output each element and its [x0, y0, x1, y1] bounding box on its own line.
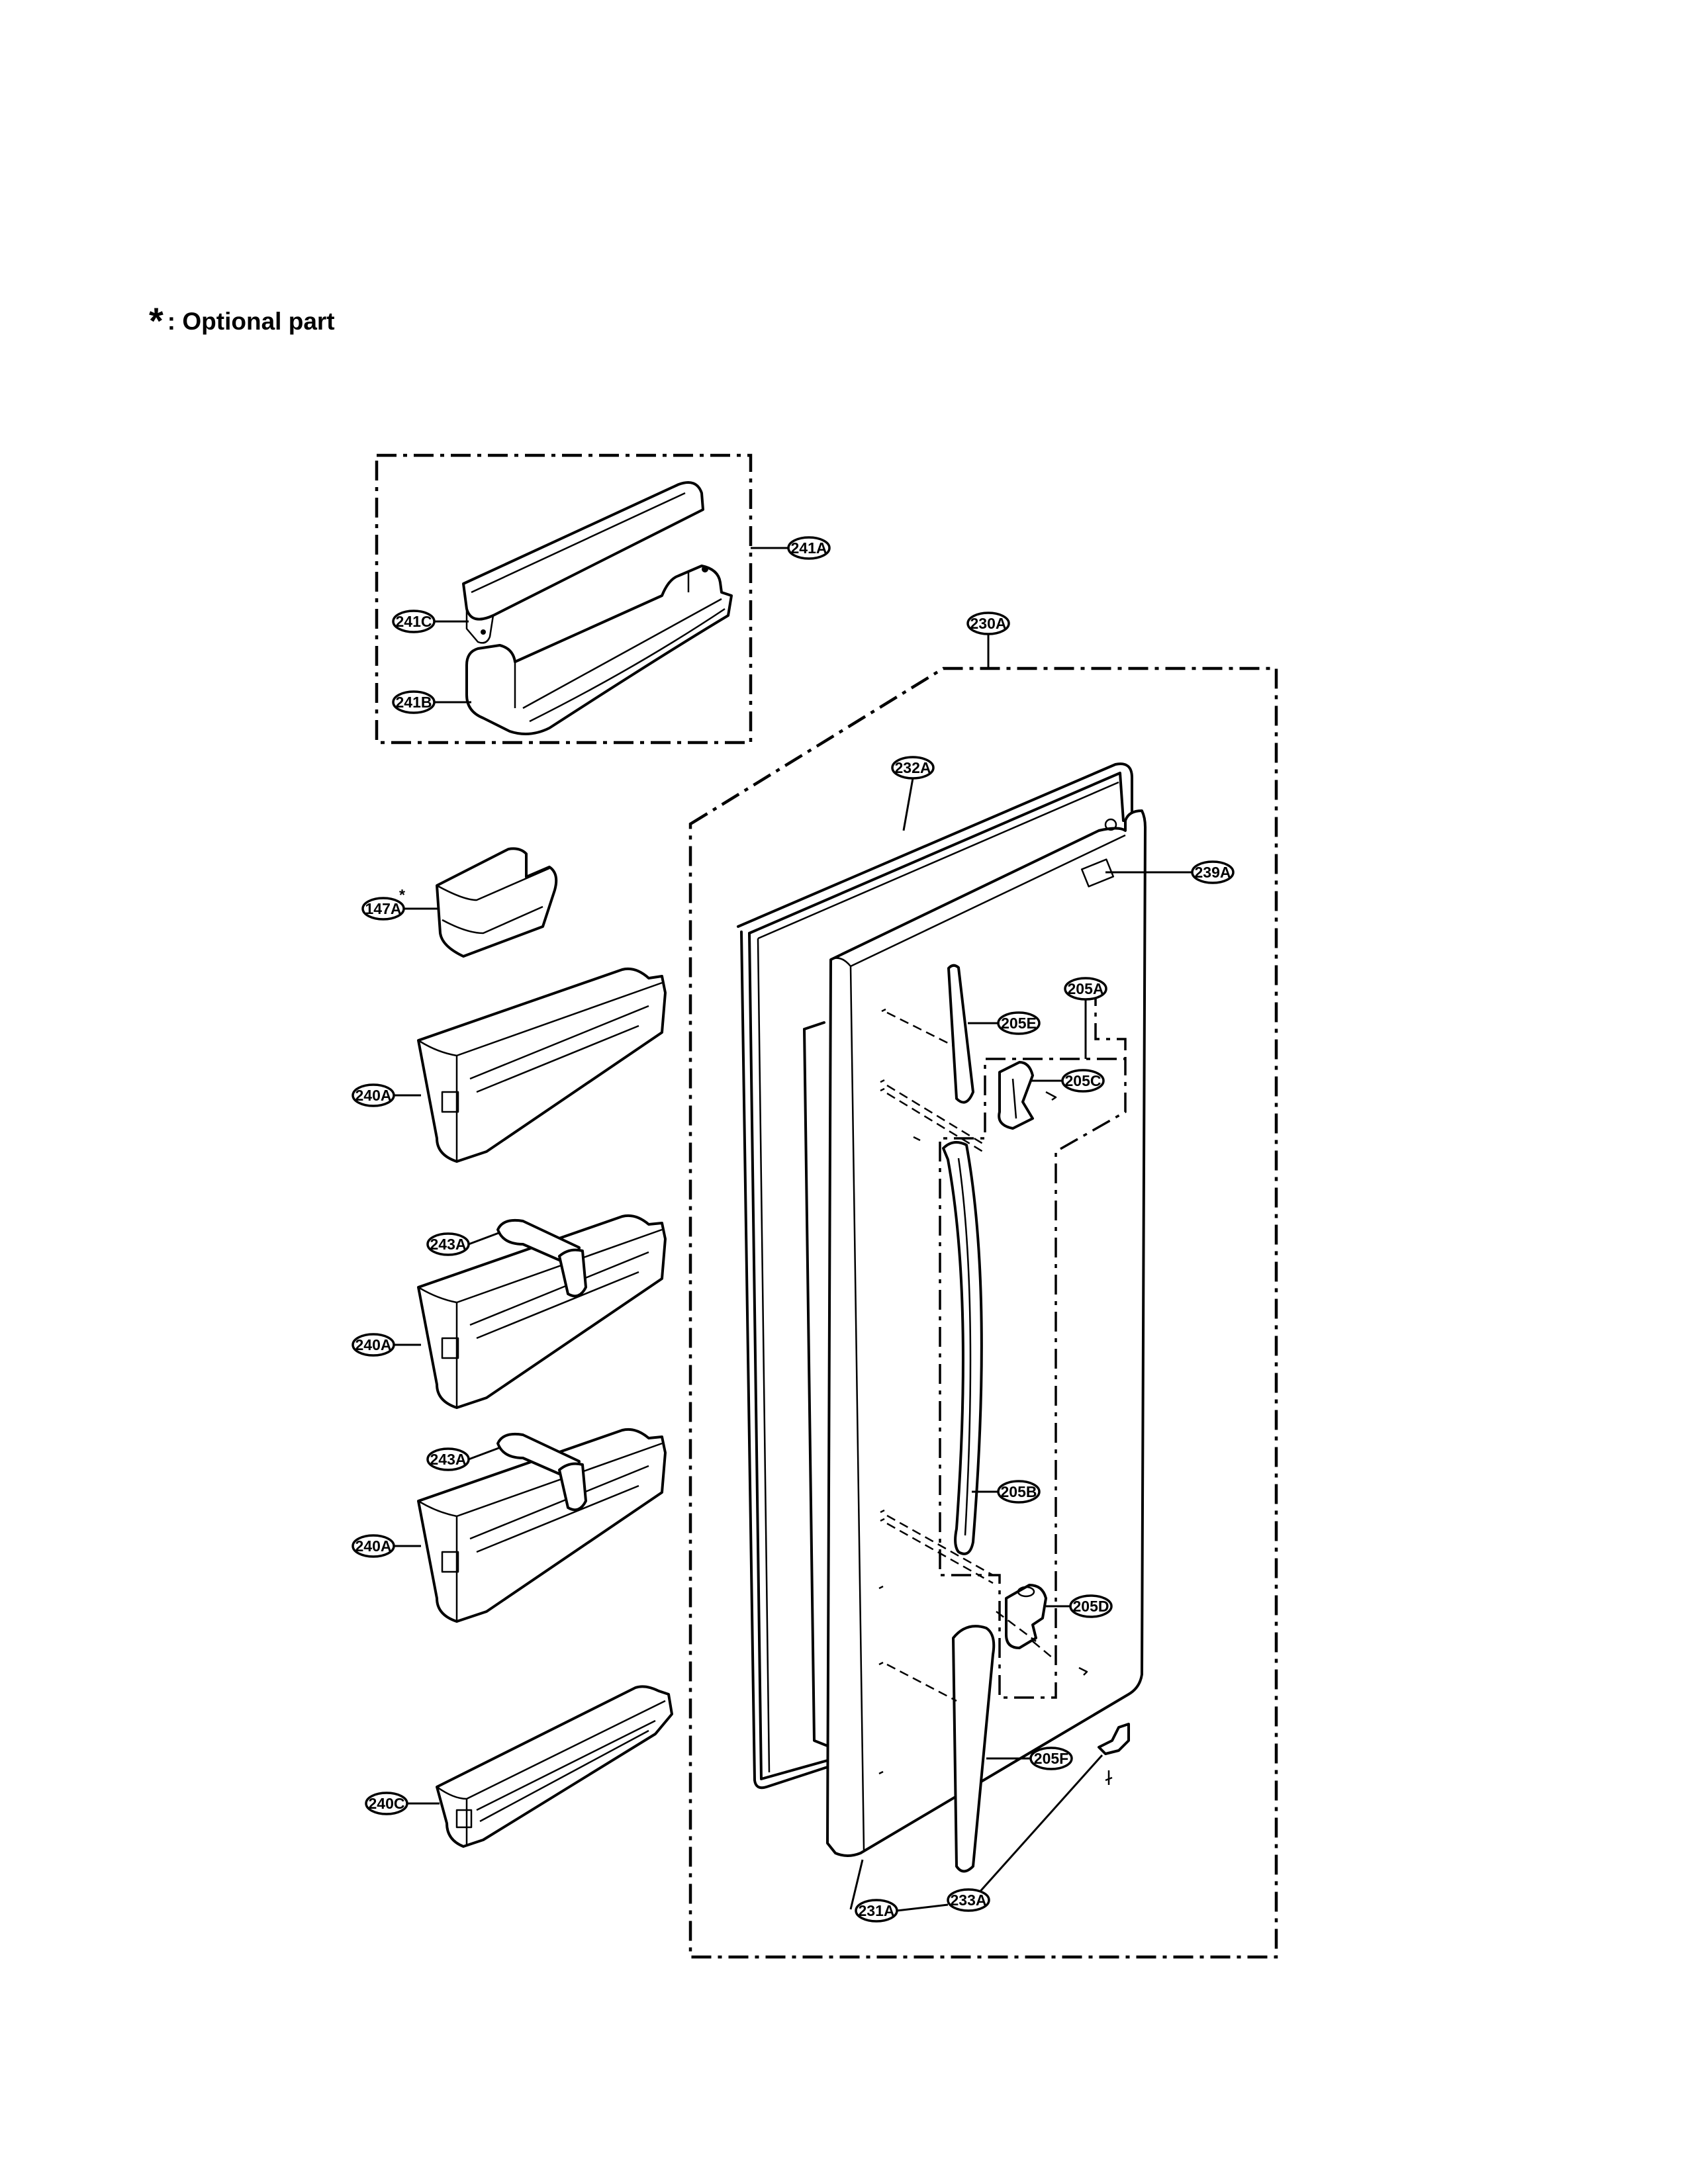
- callout-241A: 241A: [787, 536, 831, 560]
- handle-cap-205E: [947, 964, 974, 1104]
- callout-240A-3: 240A: [352, 1534, 395, 1558]
- hinge-233A: [1098, 1723, 1130, 1785]
- optional-marker: *: [149, 300, 164, 341]
- callout-243A-1: 243A: [426, 1232, 470, 1256]
- svg-text:240A: 240A: [355, 1336, 392, 1353]
- callout-232A: 232A: [891, 756, 935, 780]
- optional-part-legend: *: Optional part: [149, 299, 335, 342]
- optional-marker-147A: *: [399, 886, 405, 903]
- svg-text:243A: 243A: [430, 1451, 467, 1468]
- callout-240C: 240C: [365, 1792, 408, 1815]
- egg-tray-243A-2: [496, 1432, 587, 1512]
- callout-231A: 231A: [855, 1899, 898, 1923]
- small-bin-147A: [436, 847, 558, 958]
- callout-205D: 205D: [1069, 1594, 1113, 1618]
- callout-205C: 205C: [1061, 1069, 1105, 1093]
- callout-205F: 205F: [1029, 1747, 1073, 1770]
- svg-text:241A: 241A: [791, 539, 827, 557]
- callout-243A-2: 243A: [426, 1447, 470, 1471]
- svg-text:147A: 147A: [365, 900, 402, 917]
- callout-205E: 205E: [997, 1011, 1041, 1035]
- callout-239A: 239A: [1191, 860, 1235, 884]
- svg-text:205C: 205C: [1065, 1072, 1102, 1089]
- callout-233A: 233A: [947, 1888, 990, 1912]
- callout-205A: 205A: [1064, 977, 1107, 1001]
- svg-text:205A: 205A: [1068, 980, 1104, 997]
- svg-text:240A: 240A: [355, 1087, 392, 1104]
- callout-230A: 230A: [966, 612, 1010, 635]
- legend-text: : Optional part: [167, 308, 335, 335]
- door-handle-205B: [913, 1136, 983, 1555]
- door-bin-240C: [436, 1685, 673, 1848]
- callout-147A: 147A *: [361, 886, 405, 921]
- svg-text:239A: 239A: [1195, 864, 1231, 881]
- svg-text:232A: 232A: [895, 759, 931, 776]
- svg-text:230A: 230A: [970, 615, 1007, 632]
- handle-bracket-205C: [998, 1061, 1034, 1130]
- callout-205B: 205B: [997, 1480, 1041, 1504]
- svg-text:205B: 205B: [1001, 1483, 1037, 1500]
- door-panel-231A: [826, 809, 1147, 1857]
- svg-text:240A: 240A: [355, 1537, 392, 1555]
- svg-text:205E: 205E: [1001, 1015, 1037, 1032]
- callout-241C: 241C: [392, 610, 436, 633]
- svg-text:243A: 243A: [430, 1236, 467, 1253]
- group-230A-outline: [688, 666, 1278, 1959]
- svg-text:241C: 241C: [396, 613, 432, 630]
- callout-241B: 241B: [392, 690, 436, 714]
- svg-text:205F: 205F: [1034, 1750, 1068, 1767]
- svg-text:205D: 205D: [1073, 1598, 1109, 1615]
- svg-text:240C: 240C: [369, 1795, 405, 1812]
- door-bin-240A-1: [417, 967, 667, 1163]
- door-bin-240A-2: [417, 1214, 667, 1409]
- svg-text:241B: 241B: [396, 694, 432, 711]
- handle-bracket-205D: [1005, 1584, 1047, 1649]
- svg-text:231A: 231A: [859, 1902, 895, 1919]
- group-205A-outline: [939, 986, 1127, 1699]
- svg-text:233A: 233A: [951, 1891, 987, 1909]
- door-bin-240A-3: [417, 1428, 667, 1623]
- door-gasket-232A: [737, 762, 1133, 1790]
- group-241A-box: [375, 453, 753, 745]
- egg-tray-243A-1: [496, 1218, 587, 1298]
- door-basket-241: [462, 481, 733, 735]
- callout-240A-2: 240A: [352, 1333, 395, 1357]
- handle-cap-205F: [952, 1625, 996, 1873]
- callout-240A-1: 240A: [352, 1083, 395, 1107]
